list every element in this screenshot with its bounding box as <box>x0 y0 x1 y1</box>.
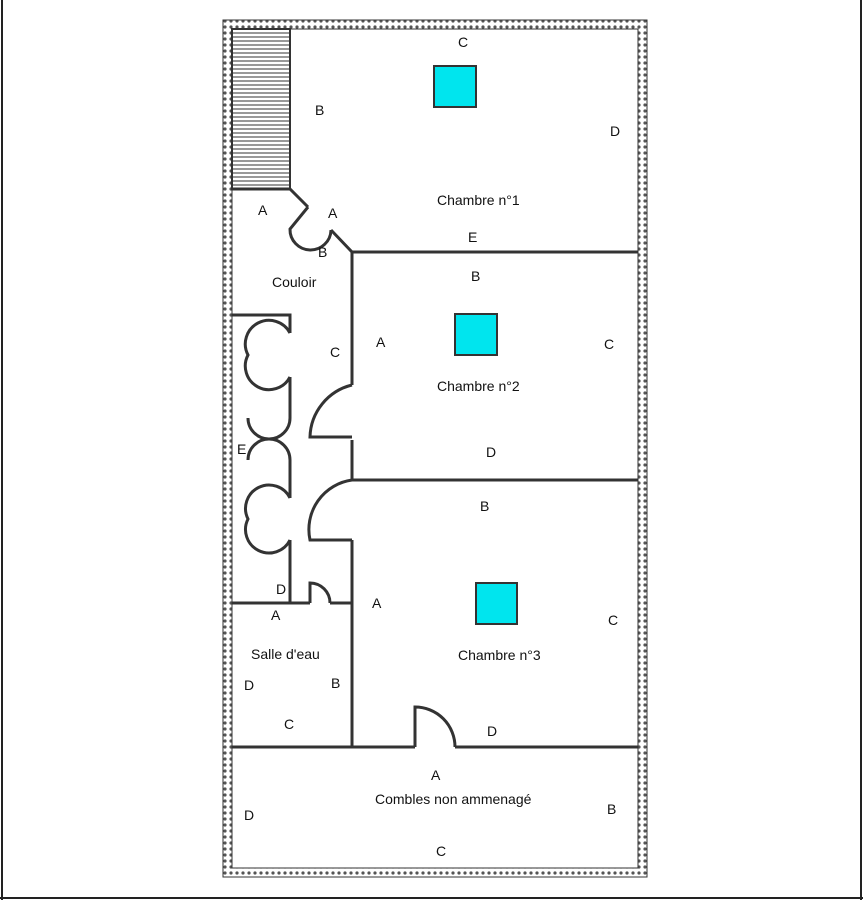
room-name-salle-eau: Salle d'eau <box>251 646 320 662</box>
salle-eau-label-a: A <box>271 607 281 623</box>
combles-label-a: A <box>431 767 441 783</box>
room-name-couloir: Couloir <box>272 274 317 290</box>
chambre1-label-c: C <box>458 34 468 50</box>
chambre3-label-d: D <box>487 723 497 739</box>
door-salle-eau <box>308 581 332 604</box>
door-chambre3 <box>307 478 353 542</box>
chambre1-label-b1: B <box>315 102 324 118</box>
chambre2-label-c: C <box>604 336 614 352</box>
room-name-combles: Combles non ammenagé <box>375 791 532 807</box>
door-chambre2 <box>308 383 353 439</box>
room-name-chambre2: Chambre n°2 <box>437 378 520 394</box>
chambre2-label-d: D <box>486 444 496 460</box>
room-name-chambre1: Chambre n°1 <box>437 192 520 208</box>
closet-door-4 <box>244 483 292 555</box>
room-name-chambre3: Chambre n°3 <box>458 647 541 663</box>
salle-eau-label-b: B <box>331 675 340 691</box>
door-combles <box>413 705 457 748</box>
combles-label-b: B <box>607 801 616 817</box>
chambre3-label-a: A <box>372 595 382 611</box>
couloir-label-e: E <box>237 441 246 457</box>
outer-wall <box>222 19 648 878</box>
interior-walls <box>232 187 638 749</box>
couloir-label-d: D <box>276 581 286 597</box>
salle-eau-label-c: C <box>284 716 294 732</box>
chambre1-label-b2: B <box>318 244 327 260</box>
combles-label-c: C <box>436 843 446 859</box>
chambre1-label-d: D <box>610 123 620 139</box>
chambre3-label-c: C <box>608 612 618 628</box>
closet-door-3 <box>246 437 292 461</box>
window-chambre3 <box>475 582 518 625</box>
window-chambre1 <box>433 65 477 108</box>
door-chambre1 <box>288 206 333 252</box>
chambre3-label-b: B <box>480 498 489 514</box>
window-chambre2 <box>454 313 498 356</box>
couloir-label-c: C <box>330 344 340 360</box>
chambre1-label-a1: A <box>258 202 268 218</box>
staircase <box>231 28 291 190</box>
closet-door-1 <box>243 318 292 392</box>
combles-label-d: D <box>244 807 254 823</box>
doors <box>243 206 457 748</box>
chambre1-label-a2: A <box>328 205 338 221</box>
chambre2-label-a: A <box>376 334 386 350</box>
chambre1-label-e: E <box>468 229 477 245</box>
chambre2-label-b: B <box>471 268 480 284</box>
salle-eau-label-d: D <box>244 677 254 693</box>
